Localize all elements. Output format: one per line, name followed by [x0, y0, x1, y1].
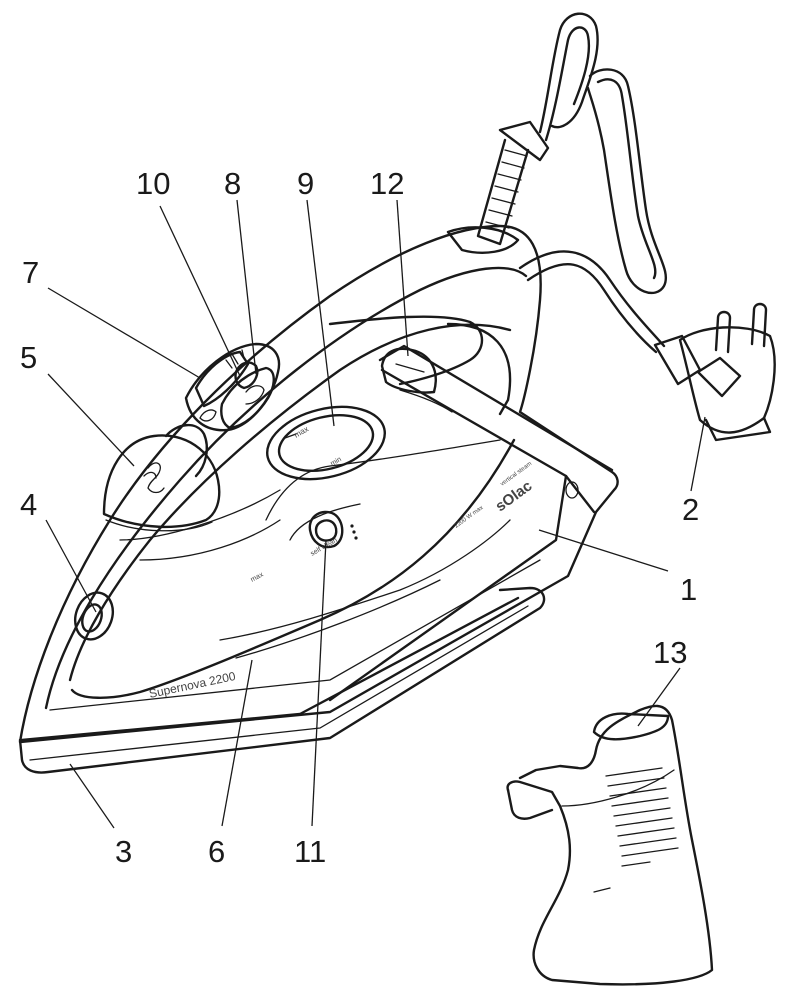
plug — [653, 302, 776, 442]
self-clean-button: self clean — [308, 510, 358, 558]
steam-shot-button — [234, 361, 259, 390]
water-max-text: max — [250, 571, 265, 584]
callout-8: 8 — [224, 166, 241, 201]
leader-lines — [45, 199, 706, 829]
temperature-dial: max min — [266, 405, 386, 481]
iron-body — [18, 224, 619, 744]
callout-2: 2 — [682, 492, 699, 527]
steam-button — [220, 366, 275, 430]
steam-knob — [102, 424, 221, 532]
spray-button — [194, 349, 250, 408]
callout-9: 9 — [297, 166, 314, 201]
rear-control-button — [380, 347, 437, 394]
callout-12: 12 — [370, 166, 404, 201]
callout-11: 11 — [294, 834, 326, 869]
measuring-cup — [506, 704, 714, 986]
callout-13: 13 — [653, 635, 687, 670]
callout-6: 6 — [208, 834, 225, 869]
filler-cap — [73, 591, 115, 641]
dial-max-label: max — [293, 424, 311, 439]
top-controls — [184, 342, 281, 432]
dial-min-label: min — [330, 456, 343, 468]
callout-10: 10 — [136, 166, 170, 201]
certification-mark-icon — [565, 481, 579, 499]
callout-1: 1 — [680, 572, 697, 607]
callout-3: 3 — [115, 834, 132, 869]
callout-5: 5 — [20, 340, 37, 375]
callout-4: 4 — [20, 487, 37, 522]
callout-labels: 1 2 3 4 5 6 7 8 9 10 11 12 13 — [20, 166, 699, 869]
callout-7: 7 — [22, 255, 39, 290]
power-cord — [476, 12, 667, 354]
